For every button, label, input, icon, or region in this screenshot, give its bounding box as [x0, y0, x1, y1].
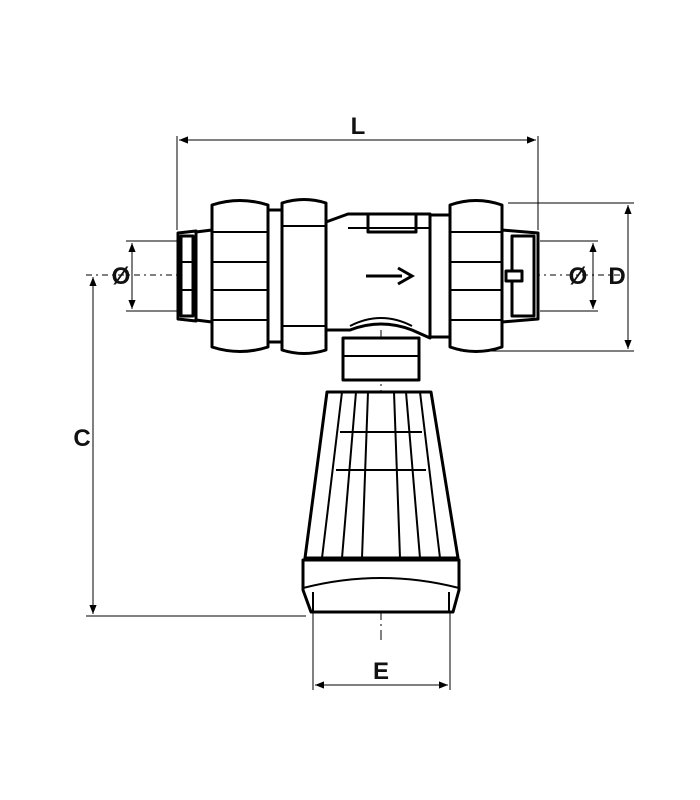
- filter-assembly: [301, 336, 461, 614]
- label-height: D: [608, 263, 625, 290]
- label-length: L: [351, 113, 366, 140]
- label-base-width: E: [373, 658, 389, 685]
- label-diameter-right: Ø: [569, 263, 588, 290]
- label-diameter-left: Ø: [112, 263, 131, 290]
- flow-direction-arrow-icon: [366, 266, 416, 286]
- valve-body: [176, 198, 540, 355]
- label-depth: C: [73, 425, 90, 452]
- dimension-labels: L Ø Ø D C E: [73, 113, 625, 685]
